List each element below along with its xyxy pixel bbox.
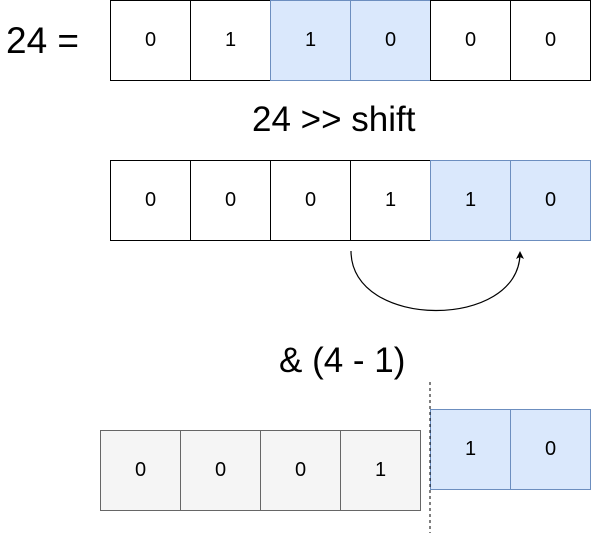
mask-operation-label: & (4 - 1) bbox=[279, 341, 406, 380]
discarded-bit-cell: 0 bbox=[260, 430, 341, 511]
shifted-bit-cell: 0 bbox=[270, 160, 351, 241]
shifted-bit-cell: 0 bbox=[510, 160, 591, 241]
discarded-bit-cell: 0 bbox=[180, 430, 261, 511]
number-label: 24 = bbox=[6, 20, 80, 61]
original-bit-cell: 0 bbox=[510, 0, 591, 81]
kept-bit-cell: 1 bbox=[430, 409, 511, 490]
discarded-bit-cell: 0 bbox=[100, 430, 181, 511]
shifted-bit-cell: 1 bbox=[430, 160, 511, 241]
discarded-bit-cell: 1 bbox=[340, 430, 421, 511]
original-bit-cell: 1 bbox=[190, 0, 271, 81]
original-bit-cell: 0 bbox=[350, 0, 431, 81]
shift-operation-label: 24 >> shift bbox=[252, 100, 416, 139]
shifted-bit-cell: 0 bbox=[190, 160, 271, 241]
shifted-bit-cell: 1 bbox=[350, 160, 431, 241]
shifted-bit-cell: 0 bbox=[110, 160, 191, 241]
shift-arrow bbox=[350, 250, 524, 311]
original-bit-cell: 0 bbox=[430, 0, 511, 81]
